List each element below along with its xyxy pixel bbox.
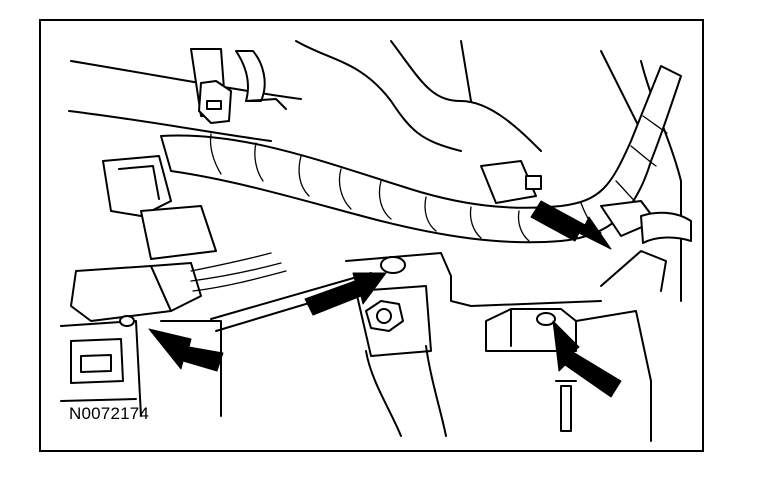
technical-illustration <box>60 40 692 442</box>
callout-arrow-fastener-left <box>148 328 224 372</box>
callout-arrow-fastener-upper-right <box>530 200 612 250</box>
lower-left-bracket <box>60 315 222 417</box>
callout-arrow-fastener-center <box>304 272 387 316</box>
upper-clip-bracket <box>190 48 287 124</box>
callout-arrows <box>148 200 622 398</box>
figure-identifier: N0072174 <box>69 404 150 423</box>
wiring-harness <box>160 65 682 244</box>
diagram-frame: N0072174 <box>39 19 704 452</box>
callout-arrow-fastener-right <box>552 320 622 398</box>
left-connector <box>70 155 377 332</box>
right-connector <box>480 160 692 244</box>
center-bracket <box>345 252 602 437</box>
right-bracket <box>485 250 667 442</box>
